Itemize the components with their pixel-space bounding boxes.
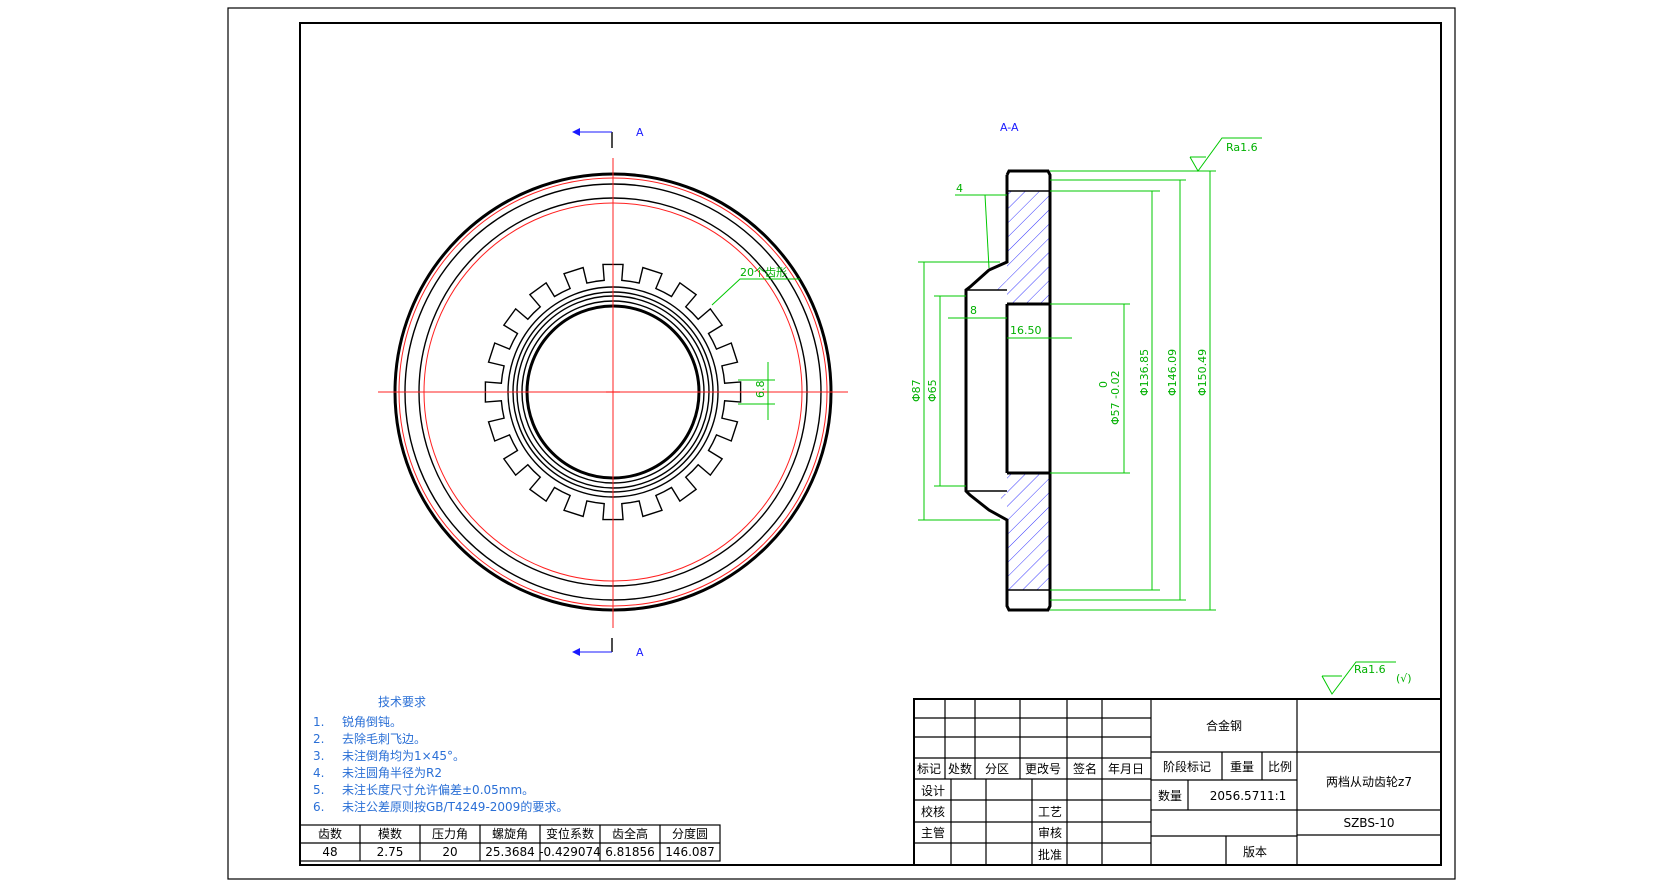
hatch-lower [996, 473, 1050, 590]
teeth-note: 20个齿形 [740, 266, 787, 279]
label-supervisor: 主管 [921, 825, 945, 840]
tech-text-2: 去除毛刺飞边。 [342, 731, 426, 746]
dim-6-8: 6.8 [754, 381, 767, 399]
label-design: 设计 [921, 784, 945, 798]
dim-57-upper: 0 [1097, 381, 1110, 388]
gear-params-table: 齿数 模数 压力角 螺旋角 变位系数 齿全高 分度圆 48 2.75 20 25… [299, 824, 721, 862]
dim-4-ext [984, 194, 990, 269]
part-name: 两档从动齿轮z7 [1326, 775, 1412, 789]
gear-header-shift: 变位系数 [546, 826, 594, 841]
rev-header-sign: 签名 [1073, 761, 1097, 776]
teeth-leader [711, 278, 800, 306]
drawing-number: SZBS-10 [1343, 816, 1394, 830]
gear-value-module: 2.75 [377, 845, 404, 859]
dim-4: 4 [956, 182, 963, 195]
tech-text-3: 未注倒角均为1×45°。 [342, 748, 465, 763]
section-letter-top: A [636, 126, 644, 139]
rev-header-count: 处数 [948, 761, 972, 776]
spline-teeth [484, 263, 742, 521]
dim-65: Φ65 [926, 379, 939, 402]
label-check: 校核 [921, 804, 945, 819]
label-edition: 版本 [1243, 845, 1267, 859]
gear-value-depth: 6.81856 [605, 845, 655, 859]
rev-header-change-no: 更改号 [1025, 762, 1061, 776]
rev-header-mark: 标记 [917, 762, 941, 776]
gear-value-helix-angle: 25.3684 [485, 845, 535, 859]
tech-num-5: 5. [313, 783, 324, 797]
roughness-top: Ra1.6 [1226, 141, 1258, 154]
gear-header-module: 模数 [378, 826, 402, 841]
tech-num-2: 2. [313, 732, 324, 746]
gear-header-pressure-angle: 压力角 [432, 827, 468, 841]
roughness-symbol-bottom [1321, 661, 1396, 695]
tech-text-1: 锐角倒钝。 [342, 715, 402, 729]
gear-value-shift: -0.429074 [539, 845, 601, 859]
section-outline [964, 169, 1052, 612]
tech-num-4: 4. [313, 766, 324, 780]
gear-header-pitch: 分度圆 [672, 826, 708, 841]
front-view: 20个齿形 6.8 [378, 158, 848, 628]
tech-requirements: 技术要求 1. 锐角倒钝。 2. 去除毛刺飞边。 3. 未注倒角均为1×45°。… [313, 695, 568, 814]
label-weight: 重量 [1230, 760, 1254, 774]
dim-87: Φ87 [910, 379, 923, 402]
section-markers: A A A-A [572, 121, 1019, 659]
roughness-bottom-suffix: (√) [1396, 672, 1412, 685]
tech-text-4: 未注圆角半径为R2 [342, 765, 442, 780]
section-arrow-bottom-head [572, 648, 580, 656]
gear-value-pressure-angle: 20 [442, 845, 457, 859]
hatch-upper [996, 191, 1050, 304]
tech-num-6: 6. [313, 800, 324, 814]
label-approve: 批准 [1038, 847, 1062, 862]
dim-136: Φ136.85 [1138, 349, 1151, 396]
material: 合金钢 [1206, 718, 1242, 733]
title-block-frame [913, 698, 1442, 866]
rev-header-date: 年月日 [1108, 762, 1144, 776]
tech-text-5: 未注长度尺寸允许偏差±0.05mm。 [342, 782, 534, 797]
sheet-inner-border [299, 22, 1442, 866]
weight-scale-value: 2056.5711:1 [1210, 789, 1287, 803]
roughness-bottom: Ra1.6 [1354, 663, 1386, 676]
tech-num-3: 3. [313, 749, 324, 763]
roughness-general: Ra1.6 (√) [1321, 661, 1412, 695]
label-review: 审核 [1038, 825, 1062, 840]
tech-text-6: 未注公差原则按GB/T4249-2009的要求。 [342, 799, 568, 814]
gear-header-helix-angle: 螺旋角 [492, 827, 528, 841]
dim-57: Φ57 -0.02 [1109, 370, 1122, 425]
section-view: Φ87 Φ65 8 4 16.50 Φ57 -0.02 0 Φ136.85 Φ1… [910, 137, 1262, 612]
dim-150: Φ150.49 [1196, 349, 1209, 396]
dim-146: Φ146.09 [1166, 349, 1179, 396]
label-process: 工艺 [1038, 805, 1062, 819]
section-label: A-A [1000, 121, 1019, 134]
tech-title: 技术要求 [378, 695, 426, 709]
gear-header-teeth: 齿数 [318, 826, 342, 841]
label-stage-mark: 阶段标记 [1163, 759, 1211, 774]
tech-num-1: 1. [313, 715, 324, 729]
label-quantity: 数量 [1158, 788, 1182, 803]
section-letter-bottom: A [636, 646, 644, 659]
sheet-outer-border [227, 7, 1456, 880]
section-arrow-top-head [572, 128, 580, 136]
gear-value-teeth: 48 [322, 845, 337, 859]
roughness-symbol-top [1189, 137, 1262, 172]
dim-16-50: 16.50 [1010, 324, 1042, 337]
gear-header-depth: 齿全高 [612, 826, 648, 841]
label-scale: 比例 [1268, 760, 1292, 774]
dim-8: 8 [970, 304, 977, 317]
title-block: 标记 处数 分区 更改号 签名 年月日 设计 校核 主管 工艺 审核 批准 合金… [913, 698, 1442, 866]
gear-value-pitch: 146.087 [665, 845, 715, 859]
rev-header-zone: 分区 [985, 762, 1009, 776]
